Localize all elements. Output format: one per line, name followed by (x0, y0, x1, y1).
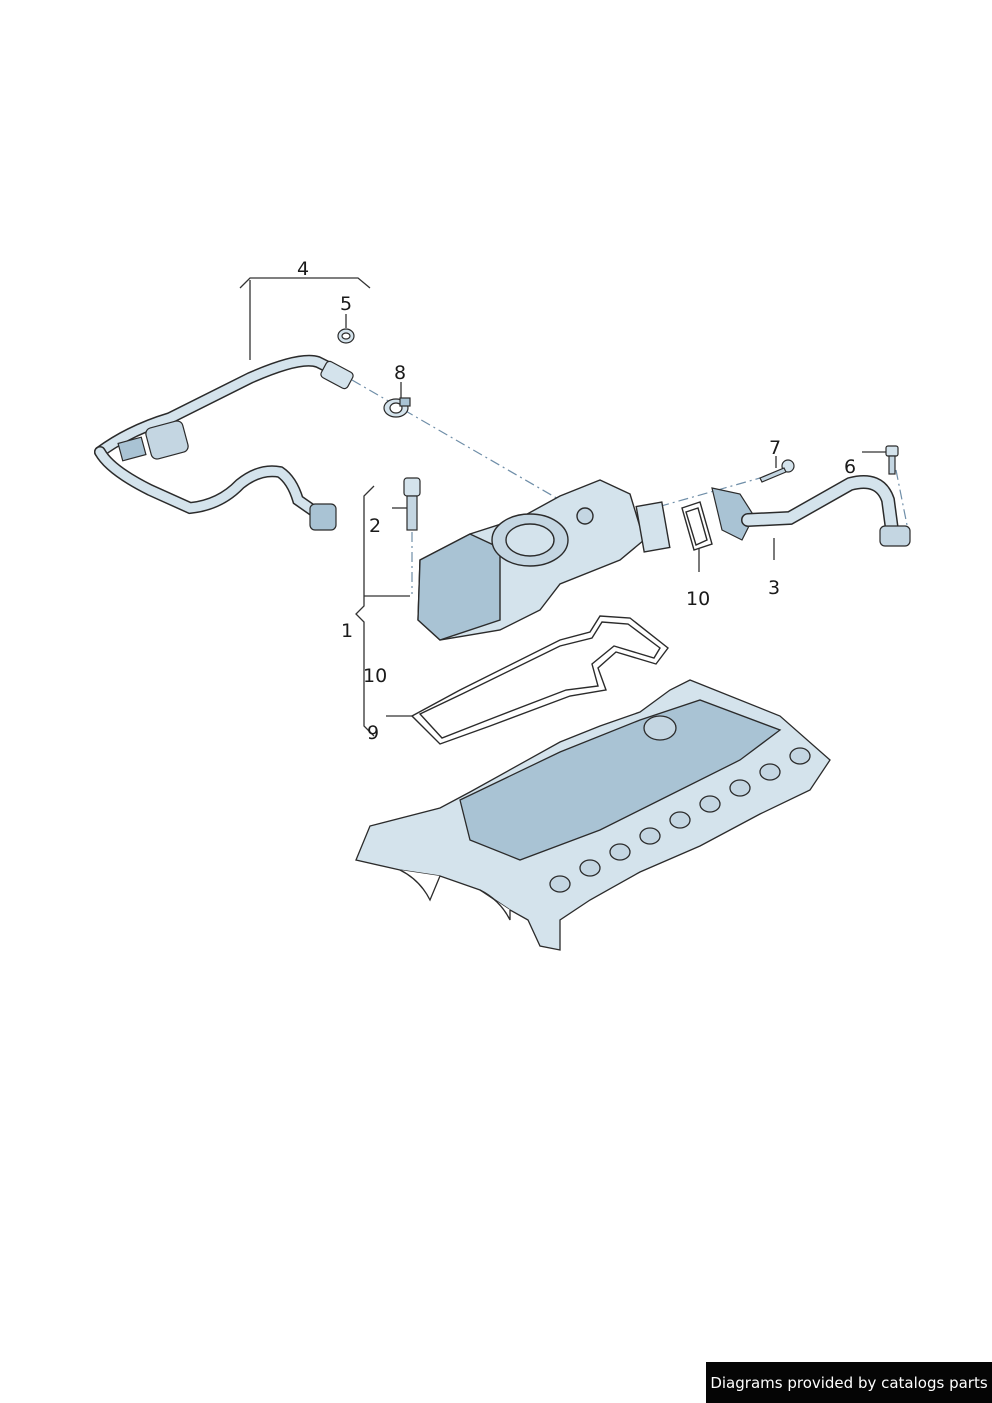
leader-1-bracket (355, 485, 375, 737)
vent-hose-assembly (94, 354, 354, 531)
callout-2: 2 (369, 515, 382, 537)
callout-1: 1 (341, 620, 354, 642)
leader-4-bracket (239, 277, 371, 289)
callout-3: 3 (768, 577, 781, 599)
bolt-2 (403, 477, 421, 531)
footer-credit-badge: Diagrams provided by catalogs parts (706, 1362, 992, 1403)
callout-4: 4 (297, 258, 310, 280)
callout-5: 5 (340, 293, 353, 315)
hose-clamp-8 (383, 397, 411, 418)
elbow-pipe-3 (711, 475, 911, 547)
cylinder-head (355, 679, 831, 951)
gasket-9 (410, 615, 669, 745)
callout-8: 8 (394, 362, 407, 384)
oil-separator-1 (417, 479, 671, 641)
callout-10-right: 10 (686, 588, 711, 610)
footer-credit-text: Diagrams provided by catalogs parts (710, 1373, 988, 1392)
seal-10-small (681, 501, 713, 551)
bolt-6 (885, 445, 899, 475)
callout-10-left: 10 (363, 665, 388, 687)
callout-7: 7 (769, 437, 782, 459)
callout-9: 9 (367, 722, 380, 744)
screw-7 (759, 459, 795, 483)
hose-clip-5 (337, 328, 355, 344)
callout-6: 6 (844, 456, 857, 478)
